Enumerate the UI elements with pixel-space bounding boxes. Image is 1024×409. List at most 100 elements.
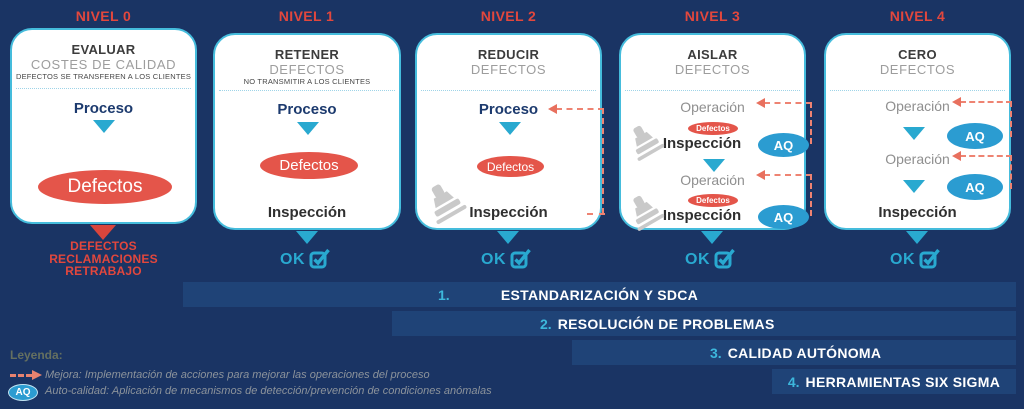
- level-2-card: REDUCIR DEFECTOS Proceso Defectos Inspec…: [415, 33, 602, 230]
- level-4-title: CERO: [898, 47, 937, 62]
- feedback-arrow: [764, 102, 812, 144]
- ok-label: OK: [685, 251, 710, 268]
- level-1-note: NO TRANSMITIR A LOS CLIENTES: [243, 77, 371, 86]
- flow-arrow-icon: [701, 231, 723, 244]
- level-4-label: NIVEL 4: [889, 8, 946, 24]
- divider: [219, 90, 395, 91]
- aq-label: AQ: [773, 209, 794, 225]
- checkbox-icon: [510, 248, 531, 269]
- stamp-icon: [431, 184, 467, 225]
- defects-pill: Defectos: [688, 194, 738, 207]
- feedback-arrow: [960, 101, 1012, 137]
- operation-label: Operación: [680, 172, 745, 188]
- flow-arrow-icon: [497, 231, 519, 244]
- feedback-arrow: [764, 174, 812, 216]
- legend-item-mejora: Mejora: Implementación de acciones para …: [45, 369, 430, 381]
- feedback-arrowhead-icon: [952, 151, 961, 161]
- aq-badge: AQ: [947, 174, 1003, 200]
- level-3-subtitle: DEFECTOS: [674, 62, 751, 77]
- flow-arrow-icon: [903, 180, 925, 193]
- bar-label: CALIDAD AUTÓNOMA: [727, 344, 882, 361]
- ok-status: OK: [890, 248, 940, 269]
- defects-label: Defectos: [486, 159, 535, 174]
- level-3-title: AISLAR: [687, 47, 738, 62]
- defects-label: Defectos: [279, 157, 339, 174]
- bar-number: 4.: [787, 373, 800, 390]
- outcome-line: RETRABAJO: [65, 264, 142, 278]
- flow-arrow-icon: [93, 120, 115, 133]
- outcome-line: DEFECTOS: [70, 239, 137, 253]
- bar-number: 3.: [710, 344, 722, 361]
- inspection-label: Inspección: [662, 207, 742, 224]
- level-0-card: EVALUAR COSTES DE CALIDAD DEFECTOS SE TR…: [10, 28, 197, 224]
- practice-bar-1: 1. ESTANDARIZACIÓN Y SDCA: [183, 282, 1016, 307]
- level-0-note: DEFECTOS SE TRANSFEREN A LOS CLIENTES: [15, 72, 192, 81]
- flow-arrow-icon: [499, 122, 521, 135]
- defects-oval: Defectos: [477, 156, 544, 177]
- feedback-arrowhead-icon: [756, 170, 765, 180]
- bar-number: 1.: [438, 286, 450, 303]
- divider: [830, 90, 1005, 91]
- bar-label: HERRAMIENTAS SIX SIGMA: [805, 373, 1001, 390]
- inspection-label: Inspección: [469, 204, 548, 221]
- ok-status: OK: [481, 248, 531, 269]
- aq-label: AQ: [773, 137, 794, 153]
- level-2-title: REDUCIR: [477, 47, 540, 62]
- red-arrow-icon: [90, 225, 116, 240]
- level-4-subtitle: DEFECTOS: [879, 62, 956, 77]
- level-1-title: RETENER: [274, 47, 340, 62]
- level-4-card: CERO DEFECTOS Operación AQ Operación AQ …: [824, 33, 1011, 230]
- feedback-arrow-stub: [587, 213, 605, 215]
- ok-label: OK: [481, 251, 506, 268]
- aq-label: AQ: [965, 179, 985, 195]
- process-label: Proceso: [478, 101, 539, 118]
- feedback-arrowhead-icon: [952, 97, 961, 107]
- flow-arrow-icon: [906, 231, 928, 244]
- inspection-label: Inspección: [662, 135, 742, 152]
- defects-label: Defectos: [696, 124, 730, 133]
- process-label: Proceso: [277, 101, 337, 118]
- bar-label: RESOLUCIÓN DE PROBLEMAS: [557, 315, 775, 332]
- inspection-label: Inspección: [267, 204, 347, 221]
- flow-arrow-icon: [297, 122, 319, 135]
- level-1-subtitle: DEFECTOS: [269, 62, 345, 77]
- level-0-outcome: DEFECTOS RECLAMACIONES RETRABAJO: [10, 240, 197, 278]
- aq-badge: AQ: [758, 205, 809, 229]
- ok-status: OK: [685, 248, 735, 269]
- operation-label: Operación: [680, 99, 745, 115]
- outcome-line: RECLAMACIONES: [49, 251, 158, 266]
- stamp-icon: [633, 125, 665, 161]
- defects-label: Defectos: [696, 196, 730, 205]
- divider: [625, 90, 800, 91]
- checkbox-icon: [714, 248, 735, 269]
- defects-pill: Defectos: [688, 122, 738, 135]
- defects-oval: Defectos: [38, 170, 172, 204]
- level-1-label: NIVEL 1: [278, 8, 335, 24]
- feedback-arrowhead-icon: [756, 98, 765, 108]
- checkbox-icon: [309, 248, 330, 269]
- practice-bar-2: 2. RESOLUCIÓN DE PROBLEMAS: [392, 311, 1016, 336]
- legend-title: Leyenda:: [10, 348, 63, 362]
- level-3-card: AISLAR DEFECTOS Operación Defectos Inspe…: [619, 33, 809, 231]
- defects-oval: Defectos: [260, 152, 358, 179]
- defects-label: Defectos: [67, 176, 143, 197]
- level-1-card: RETENER DEFECTOS NO TRANSMITIR A LOS CLI…: [213, 33, 401, 230]
- level-3-label: NIVEL 3: [684, 8, 741, 24]
- ok-label: OK: [890, 251, 915, 268]
- ok-label: OK: [280, 251, 305, 268]
- practice-bar-4: 4. HERRAMIENTAS SIX SIGMA: [772, 369, 1016, 394]
- feedback-arrowhead-icon: [548, 104, 557, 114]
- operation-label: Operación: [885, 98, 950, 114]
- level-0-title: EVALUAR: [71, 42, 136, 57]
- practice-bar-3: 3. CALIDAD AUTÓNOMA: [572, 340, 1016, 365]
- flow-arrow-icon: [296, 231, 318, 244]
- divider: [421, 90, 596, 91]
- legend-item-autocalidad: Auto-calidad: Aplicación de mecanismos d…: [45, 385, 492, 397]
- divider: [16, 88, 191, 89]
- feedback-arrow: [556, 108, 604, 214]
- operation-label: Operación: [885, 151, 950, 167]
- bar-label: ESTANDARIZACIÓN Y SDCA: [500, 286, 699, 303]
- level-0-label: NIVEL 0: [75, 8, 132, 24]
- aq-badge: AQ: [947, 123, 1003, 149]
